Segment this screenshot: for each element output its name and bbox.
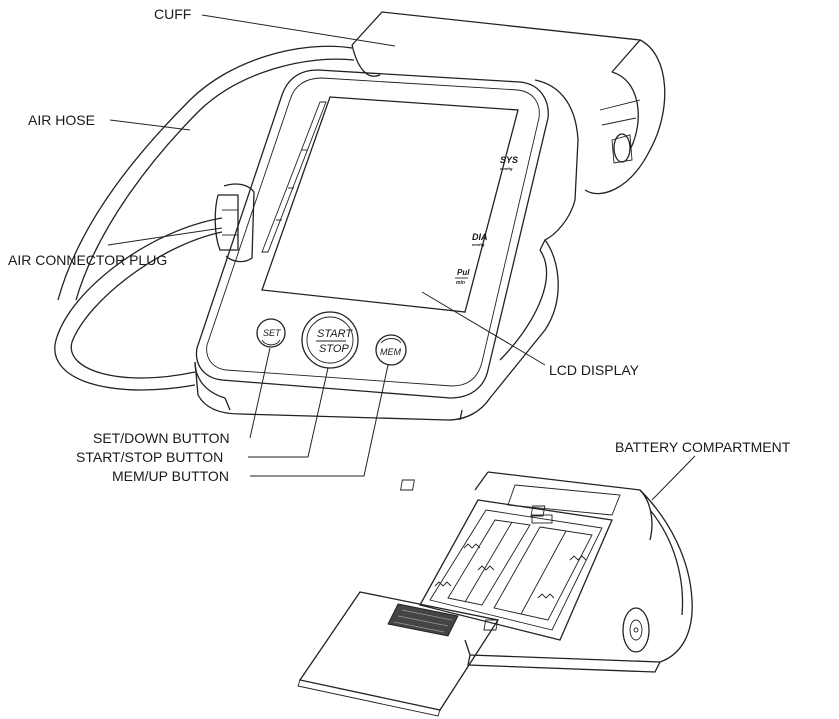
label-air-connector-plug: AIR CONNECTOR PLUG (8, 252, 167, 268)
mem-button[interactable]: MEM (375, 334, 407, 366)
battery-compartment (419, 499, 613, 641)
lcd-sys-label: SYS (500, 155, 518, 165)
leader-cuff (201, 14, 396, 47)
leader-lines (107, 14, 696, 501)
label-mem-up-button: MEM/UP BUTTON (112, 468, 229, 484)
label-lcd-display: LCD DISPLAY (549, 362, 640, 378)
leader-start-stop-button (248, 367, 329, 458)
set-button[interactable]: SET (256, 318, 286, 348)
leader-lcd-display (421, 291, 546, 366)
label-start-stop-button: START/STOP BUTTON (76, 449, 223, 465)
start-stop-button[interactable]: START STOP (301, 311, 359, 369)
label-air-hose: AIR HOSE (28, 112, 95, 128)
leader-mem-up-button (250, 364, 389, 477)
callout-labels: CUFF AIR HOSE AIR CONNECTOR PLUG LCD DIS… (8, 6, 791, 484)
monitor-back-view (400, 471, 693, 673)
lcd-sys-unit: mmHg (500, 166, 513, 171)
label-set-down-button: SET/DOWN BUTTON (93, 430, 230, 446)
set-button-label: SET (263, 328, 282, 338)
cuff (351, 11, 666, 195)
mem-button-label: MEM (380, 347, 402, 357)
label-battery-compartment: BATTERY COMPARTMENT (615, 439, 791, 455)
leader-battery-compartment (651, 455, 696, 501)
lcd-pul-unit: min (456, 280, 465, 286)
lcd-display: SYS mmHg DIA mmHg Pul min (261, 96, 519, 313)
start-button-label: START (317, 328, 353, 340)
battery-cover[interactable] (297, 591, 500, 717)
leader-air-hose (109, 119, 191, 131)
label-cuff: CUFF (154, 6, 191, 22)
air-hose (54, 45, 355, 391)
monitor-body (194, 69, 579, 421)
stop-button-label: STOP (319, 343, 349, 355)
leader-set-down-button (249, 347, 271, 439)
lcd-dia-label: DIA (472, 232, 488, 242)
leader-air-connector-plug (107, 227, 223, 246)
lcd-pul-label: Pul (457, 268, 470, 277)
lcd-dia-unit: mmHg (472, 242, 485, 247)
